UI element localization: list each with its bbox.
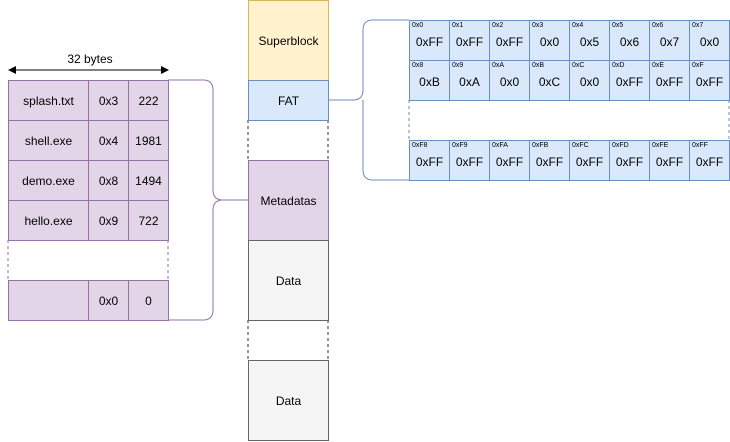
- fat-index: 0x3: [532, 22, 544, 29]
- fat-value: 0x0: [499, 75, 520, 89]
- fat-entry: 0xFE 0xFF: [649, 140, 690, 181]
- fat-entry: 0x8 0xB: [409, 60, 450, 101]
- fat-value: 0xFF: [655, 75, 684, 89]
- filename-cell: shell.exe: [8, 120, 89, 161]
- start-block-cell: 0x4: [88, 120, 129, 161]
- fat-entry: 0x3 0x0: [529, 20, 570, 61]
- fat-value: 0x0: [699, 35, 720, 49]
- fat-value: 0xFF: [455, 155, 484, 169]
- fat-entry: 0xFA 0xFF: [489, 140, 530, 181]
- fat-index: 0xF9: [452, 142, 468, 149]
- start-block-cell: 0x0: [88, 280, 129, 321]
- size-cell: 0: [128, 280, 169, 321]
- fat-value: 0xFF: [695, 155, 724, 169]
- fat-index: 0xC: [572, 62, 585, 69]
- fat-index: 0xA: [492, 62, 505, 69]
- fat-entry: 0xFD 0xFF: [609, 140, 650, 181]
- fat-entry: 0xF 0xFF: [689, 60, 730, 101]
- fat-value: 0xFF: [415, 155, 444, 169]
- table-gap-dashes: [7, 240, 169, 280]
- filename-cell: [8, 280, 89, 321]
- fat-entry: 0x0 0xFF: [409, 20, 450, 61]
- data-block: Data: [248, 240, 329, 321]
- fat-value: 0x6: [619, 35, 640, 49]
- fat-entry: 0x6 0x7: [649, 20, 690, 61]
- width-arrow: [8, 66, 169, 74]
- fat-index: 0x9: [452, 62, 464, 69]
- fat-entry: 0x2 0xFF: [489, 20, 530, 61]
- fat-index: 0x4: [572, 22, 584, 29]
- fat-block: FAT: [248, 80, 329, 121]
- fat-index: 0xFF: [692, 142, 708, 149]
- fat-entry: 0xFB 0xFF: [529, 140, 570, 181]
- fat-index: 0xE: [652, 62, 665, 69]
- fat-value: 0xB: [419, 75, 440, 89]
- fat-index: 0x5: [612, 22, 624, 29]
- fat-value: 0xFF: [495, 35, 524, 49]
- fat-index: 0xF8: [412, 142, 428, 149]
- width-label: 32 bytes: [67, 52, 113, 66]
- fat-entry: 0xE 0xFF: [649, 60, 690, 101]
- size-cell: 722: [128, 200, 169, 241]
- fat-index: 0x1: [452, 22, 464, 29]
- fat-index: 0x6: [652, 22, 664, 29]
- fat-value: 0xC: [538, 75, 561, 89]
- fat-value: 0xFF: [535, 155, 564, 169]
- fat-value: 0x0: [539, 35, 560, 49]
- fat-index: 0xF: [692, 62, 704, 69]
- start-block-cell: 0x3: [88, 80, 129, 121]
- fat-bracket: [329, 19, 409, 181]
- data-block: Data: [248, 360, 329, 441]
- fat-value: 0x5: [579, 35, 600, 49]
- size-cell: 1494: [128, 160, 169, 201]
- fat-entry: 0xF9 0xFF: [449, 140, 490, 181]
- fat-value: 0xFF: [575, 155, 604, 169]
- fat-index: 0xB: [532, 62, 545, 69]
- fat-index: 0x7: [692, 22, 704, 29]
- fat-entry: 0x7 0x0: [689, 20, 730, 61]
- fat-entry: 0xFF 0xFF: [689, 140, 730, 181]
- filename-cell: demo.exe: [8, 160, 89, 201]
- fat-value: 0xFF: [495, 155, 524, 169]
- fat-entry: 0xA 0x0: [489, 60, 530, 101]
- fat-entry: 0x4 0x5: [569, 20, 610, 61]
- fat-value: 0xFF: [695, 75, 724, 89]
- fat-index: 0xD: [612, 62, 625, 69]
- fat-value: 0xA: [459, 75, 480, 89]
- fat-index: 0xFB: [532, 142, 549, 149]
- fat-index: 0xFA: [492, 142, 508, 149]
- fat-value: 0x7: [659, 35, 680, 49]
- fat-index: 0x8: [412, 62, 424, 69]
- size-cell: 222: [128, 80, 169, 121]
- fat-entry: 0xD 0xFF: [609, 60, 650, 101]
- fat-entry: 0xFC 0xFF: [569, 140, 610, 181]
- fat-index: 0xFD: [612, 142, 629, 149]
- metadata-bracket: [168, 79, 248, 321]
- fat-index: 0x2: [492, 22, 504, 29]
- fat-gap-dashes: [408, 100, 730, 140]
- filename-cell: splash.txt: [8, 80, 89, 121]
- fat-entry: 0x1 0xFF: [449, 20, 490, 61]
- fat-value: 0xFF: [455, 35, 484, 49]
- fat-entry: 0x9 0xA: [449, 60, 490, 101]
- fat-index: 0x0: [412, 22, 424, 29]
- start-block-cell: 0x9: [88, 200, 129, 241]
- fat-entry: 0xC 0x0: [569, 60, 610, 101]
- start-block-cell: 0x8: [88, 160, 129, 201]
- metadatas-block: Metadatas: [248, 160, 329, 241]
- size-cell: 1981: [128, 120, 169, 161]
- fat-value: 0xFF: [615, 155, 644, 169]
- fat-entry: 0x5 0x6: [609, 20, 650, 61]
- fat-value: 0x0: [579, 75, 600, 89]
- superblock-block: Superblock: [248, 0, 329, 81]
- fat-value: 0xFF: [615, 75, 644, 89]
- filename-cell: hello.exe: [8, 200, 89, 241]
- fat-index: 0xFC: [572, 142, 589, 149]
- fat-value: 0xFF: [655, 155, 684, 169]
- fat-entry: 0xB 0xC: [529, 60, 570, 101]
- fat-entry: 0xF8 0xFF: [409, 140, 450, 181]
- fat-value: 0xFF: [415, 35, 444, 49]
- fat-index: 0xFE: [652, 142, 669, 149]
